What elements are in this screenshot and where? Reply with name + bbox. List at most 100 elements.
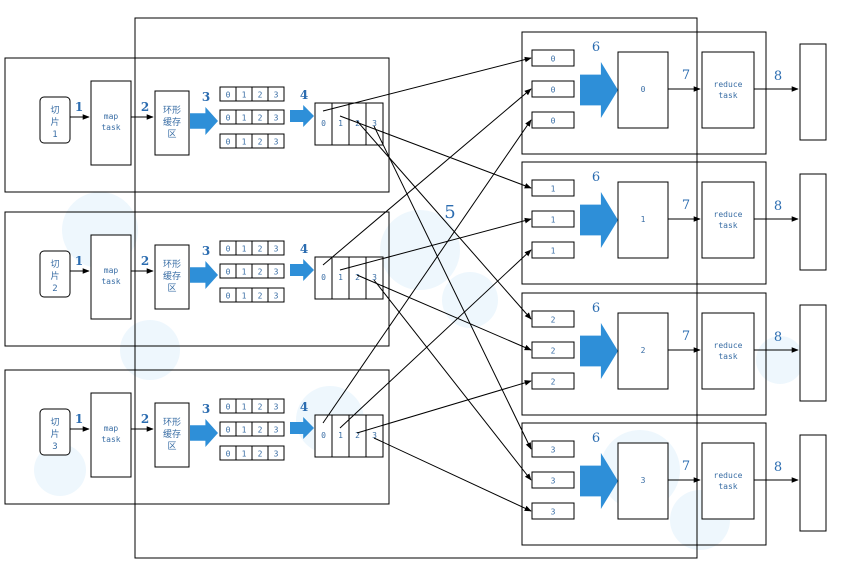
- reduce-input-box: [531, 111, 575, 129]
- spill-partition-label: 3: [274, 450, 279, 459]
- ring-buffer-label: 环形: [163, 258, 181, 270]
- step-4-label: 4: [300, 400, 308, 414]
- output-file-box: [799, 304, 827, 402]
- step-6-label: 6: [592, 301, 600, 316]
- reduce-input-label: 3: [551, 477, 556, 486]
- blue-arrow-merge-sort: [580, 323, 618, 379]
- spill-partition-label: 3: [274, 426, 279, 435]
- step-7-label: 7: [682, 68, 690, 83]
- step-7-label: 7: [682, 329, 690, 344]
- ring-buffer-label: 区: [167, 283, 176, 294]
- spill-partition-label: 2: [258, 138, 263, 147]
- outer-frame: [134, 17, 698, 559]
- background-bubble: [120, 320, 180, 380]
- step-6-label: 6: [592, 40, 600, 55]
- merged-partition-box: [617, 51, 669, 129]
- spill-partition-label: 0: [226, 403, 231, 412]
- map-task-label: map: [104, 266, 119, 275]
- shuffle-line: [322, 88, 532, 266]
- output-file-box: [799, 434, 827, 532]
- shuffle-line: [373, 437, 532, 512]
- step-5-label: 5: [444, 202, 455, 223]
- merged-partition-box: [617, 181, 669, 259]
- shuffle-line: [339, 217, 532, 271]
- blue-arrow-merge: [290, 417, 314, 439]
- reduce-input-label: 2: [551, 347, 556, 356]
- step-4-label: 4: [300, 242, 308, 256]
- spill-partition-label: 1: [242, 138, 247, 147]
- step-3-label: 3: [202, 90, 210, 104]
- shuffle-line: [373, 279, 532, 481]
- spill-partition-label: 1: [242, 426, 247, 435]
- spill-partition-label: 3: [274, 114, 279, 123]
- merged-partition-text: 3: [641, 476, 646, 485]
- output-file-box: [799, 43, 827, 141]
- merged-partition-label: 1: [338, 119, 343, 128]
- blue-arrow-merge: [290, 259, 314, 281]
- reduce-input-label: 1: [551, 185, 556, 194]
- step-3-label: 3: [202, 244, 210, 258]
- blue-arrow-merge-sort: [580, 192, 618, 248]
- reduce-input-box: [531, 341, 575, 359]
- spill-partition-label: 1: [242, 292, 247, 301]
- reduce-input-label: 0: [551, 86, 556, 95]
- merged-partition-label: 0: [321, 431, 326, 440]
- ring-buffer-label: 缓存: [163, 116, 181, 128]
- spill-partition-label: 3: [274, 403, 279, 412]
- merged-partition-label: 3: [372, 431, 377, 440]
- reduce-task-label: reduce: [714, 341, 743, 350]
- merged-partition-text: 1: [641, 215, 646, 224]
- reduce-task-label: task: [718, 482, 737, 491]
- spill-partition-label: 1: [242, 268, 247, 277]
- spill-partition-label: 2: [258, 450, 263, 459]
- shuffle-line: [339, 249, 532, 429]
- spill-partition-label: 2: [258, 114, 263, 123]
- reduce-input-label: 2: [551, 316, 556, 325]
- reduce-task-label: task: [718, 91, 737, 100]
- map-task-box: [90, 392, 132, 478]
- shuffle-line: [339, 115, 532, 189]
- map-row-frame: [4, 211, 390, 347]
- merged-partition-label: 1: [338, 273, 343, 282]
- reduce-task-box: [701, 181, 755, 259]
- merged-partition-label: 3: [372, 119, 377, 128]
- reduce-task-label: reduce: [714, 471, 743, 480]
- shuffle-line: [373, 125, 532, 450]
- merged-partition-label: 1: [338, 431, 343, 440]
- map-task-box: [90, 80, 132, 166]
- split-label: 切: [50, 417, 59, 428]
- ring-buffer-box: [154, 244, 190, 310]
- step-6-label: 6: [592, 431, 600, 446]
- split-label: 切: [50, 105, 59, 116]
- spill-partition-label: 2: [258, 245, 263, 254]
- spill-partition-label: 3: [274, 138, 279, 147]
- reduce-input-label: 0: [551, 117, 556, 126]
- reduce-task-box: [701, 51, 755, 129]
- blue-arrow-merge: [290, 105, 314, 127]
- spill-partition-label: 0: [226, 292, 231, 301]
- reduce-task-label: reduce: [714, 80, 743, 89]
- reduce-input-box: [531, 471, 575, 489]
- background-bubble: [380, 210, 460, 290]
- reduce-input-box: [531, 502, 575, 520]
- step-2-label: 2: [141, 254, 149, 268]
- merged-partition-label: 0: [321, 119, 326, 128]
- merged-partition-label: 2: [355, 431, 360, 440]
- step-1-label: 1: [75, 100, 83, 114]
- shuffle-line: [356, 120, 532, 320]
- reduce-input-box: [531, 49, 575, 67]
- map-task-label: map: [104, 424, 119, 433]
- split-box: [39, 96, 71, 144]
- map-row-frame: [4, 369, 390, 505]
- step-8-label: 8: [774, 199, 782, 214]
